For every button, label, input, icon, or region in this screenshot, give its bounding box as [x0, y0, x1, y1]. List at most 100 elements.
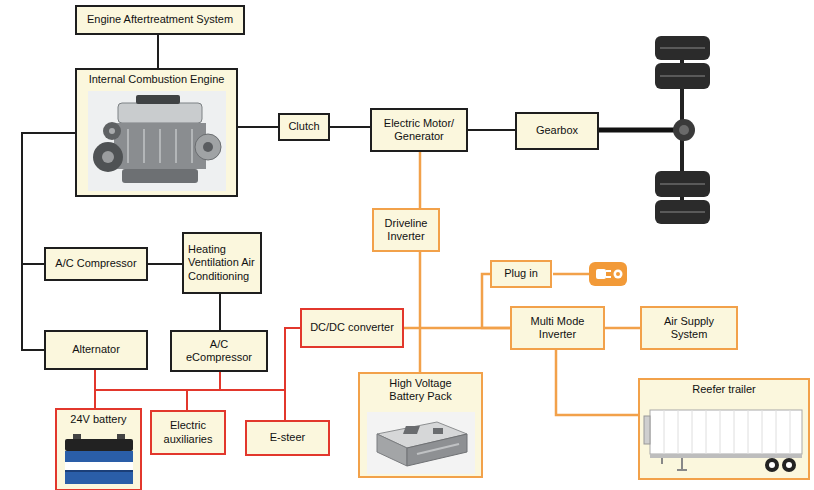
- trailer-illustration: [681, 458, 683, 470]
- connector-line: [22, 133, 75, 350]
- battery-illustration: [65, 470, 133, 472]
- trailer-illustration: [762, 410, 763, 454]
- connector-line: [157, 35, 159, 68]
- engine-illustration: [93, 142, 123, 172]
- connector-group: [22, 35, 640, 420]
- trailer-illustration: [782, 458, 796, 472]
- engine-illustration: [159, 129, 161, 163]
- wheel: [660, 47, 705, 49]
- battery-pack-illustration: [377, 434, 407, 466]
- battery-pack-illustration: [417, 444, 459, 454]
- differential: [673, 119, 695, 141]
- engine-illustration: [143, 129, 145, 163]
- battery-illustration: [65, 439, 133, 451]
- component-box: Air Supply System: [640, 306, 738, 350]
- battery-illustration: [63, 432, 135, 486]
- trailer-illustration: [678, 410, 679, 454]
- component-box: Gearbox: [515, 112, 599, 150]
- engine-illustration: [122, 169, 198, 183]
- wheel: [655, 63, 710, 89]
- engine-illustration: [88, 91, 226, 191]
- trailer-illustration: [776, 410, 777, 454]
- box-label: Electric Motor/ Generator: [376, 117, 462, 143]
- box-label: Alternator: [72, 343, 120, 356]
- trailer-illustration: [677, 469, 687, 471]
- box-label: A/C Compressor: [55, 257, 136, 270]
- box-label: Engine Aftertreatment System: [87, 13, 233, 26]
- battery-illustration: [117, 434, 125, 439]
- component-box: Alternator: [44, 330, 148, 370]
- system-box: Engine Aftertreatment System: [75, 5, 245, 35]
- trailer-box: Reefer trailer: [638, 378, 810, 480]
- engine-illustration: [195, 134, 221, 160]
- inverter-box: Multi Mode Inverter: [510, 306, 605, 350]
- box-label: Clutch: [288, 120, 319, 133]
- wheel: [655, 200, 710, 224]
- box-label: Electric auxiliaries: [156, 419, 220, 445]
- battery-pack-illustration: [403, 426, 420, 434]
- connector-line: [330, 126, 370, 128]
- engine-illustration: [127, 129, 129, 163]
- box-label: Reefer trailer: [692, 383, 756, 396]
- plug-icon: [589, 262, 627, 286]
- battery-pack-illustration: [367, 412, 475, 474]
- engine-illustration: [109, 128, 115, 134]
- engine-illustration: [136, 95, 180, 104]
- connector-line: [419, 252, 422, 372]
- trailer-illustration: [706, 410, 707, 454]
- trailer-illustration: [650, 410, 802, 454]
- differential: [679, 125, 689, 135]
- trailer-illustration: [692, 410, 693, 454]
- plug-box: Plug in: [490, 260, 552, 288]
- box-label: A/C eCompressor: [176, 338, 262, 364]
- wheel: [655, 171, 710, 197]
- connector-line: [148, 263, 182, 265]
- trailer-illustration: [642, 404, 806, 476]
- engine-illustration: [114, 123, 206, 169]
- plug-icon: [596, 269, 606, 279]
- plug-icon: [606, 276, 611, 278]
- trailer-illustration: [765, 458, 779, 472]
- trailer-illustration: [790, 410, 791, 454]
- component-box: A/C eCompressor: [170, 330, 268, 372]
- box-label: Plug in: [504, 267, 538, 280]
- converter-box: DC/DC converter: [300, 308, 404, 348]
- box-label: High Voltage Battery Pack: [376, 377, 466, 403]
- engine-illustration: [175, 129, 177, 163]
- wheel: [660, 75, 705, 77]
- box-label: Multi Mode Inverter: [516, 315, 599, 341]
- component-box: Clutch: [278, 113, 330, 141]
- engine-illustration: [88, 91, 226, 191]
- plug-icon: [614, 270, 623, 279]
- differential: [673, 119, 695, 141]
- battery-pack-illustration: [407, 434, 467, 466]
- component-box: Electric auxiliaries: [150, 410, 226, 455]
- trailer-illustration: [786, 462, 792, 468]
- engine-illustration: [191, 129, 193, 163]
- wheel: [660, 183, 705, 185]
- wheel: [660, 48, 705, 212]
- wheel: [655, 36, 710, 60]
- plug-icon: [589, 262, 627, 286]
- box-label: Gearbox: [536, 124, 578, 137]
- box-label: Driveline Inverter: [378, 217, 434, 243]
- box-label: Air Supply System: [646, 315, 732, 341]
- trailer-illustration: [734, 410, 735, 454]
- battery-pack-illustration: [433, 428, 443, 434]
- box-label: 24V battery: [70, 413, 126, 426]
- battery-pack-illustration: [367, 412, 475, 474]
- engine-illustration: [203, 142, 213, 152]
- engine-illustration: [128, 129, 192, 163]
- connector-line: [219, 294, 221, 330]
- trailer-illustration: [748, 410, 749, 454]
- trailer-illustration: [720, 410, 721, 454]
- box-label: DC/DC converter: [310, 321, 394, 334]
- connector-line: [285, 328, 300, 420]
- connector-line: [605, 327, 640, 330]
- trailer-illustration: [650, 454, 802, 458]
- box-label: Heating Ventilation Air Conditioning: [188, 243, 256, 283]
- battery-box: 24V battery: [55, 408, 142, 490]
- engine-illustration: [103, 122, 121, 140]
